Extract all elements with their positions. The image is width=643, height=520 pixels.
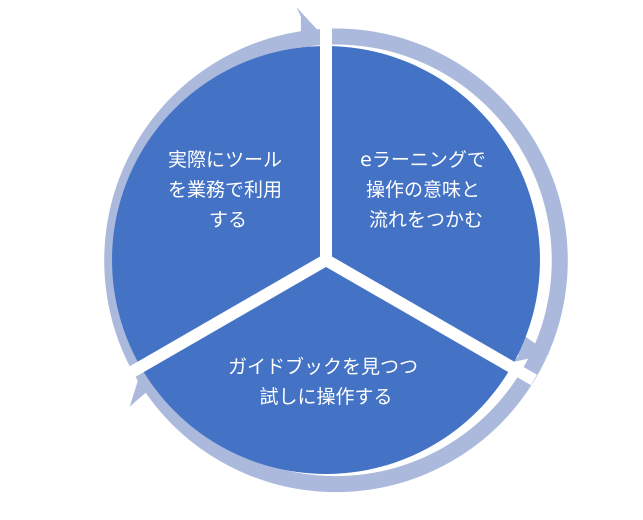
label-elearning-line-3: 流れをつかむ [369, 209, 483, 231]
label-guidebook-line-2: 試しに操作する [259, 386, 392, 408]
label-guidebook: ガイドブックを見つつ 試しに操作する [228, 355, 424, 408]
label-practice-line-1: 実際にツール [168, 149, 282, 171]
arrow-arc-guidebook [135, 368, 537, 493]
segment-labels: eラーニングで 操作の意味と 流れをつかむ ガイドブックを見つつ 試しに操作する… [168, 149, 492, 408]
separator-left [115, 254, 329, 386]
segment-separators [115, 20, 537, 386]
label-elearning-line-1: eラーニングで [360, 149, 486, 171]
arrowhead-practice [296, 7, 323, 56]
arrow-arc-elearning [336, 28, 568, 376]
arrow-arc-practice [104, 28, 336, 376]
label-elearning-line-2: 操作の意味と [366, 179, 480, 201]
label-practice: 実際にツール を業務で利用 する [168, 149, 288, 231]
label-guidebook-line-1: ガイドブックを見つつ [228, 355, 418, 378]
segment-guidebook [140, 260, 512, 474]
separator-right [323, 254, 537, 386]
arrowhead-guidebook [129, 366, 177, 407]
label-practice-line-3: する [209, 209, 247, 231]
label-elearning: eラーニングで 操作の意味と 流れをつかむ [360, 149, 492, 231]
label-practice-line-2: を業務で利用 [168, 179, 282, 201]
